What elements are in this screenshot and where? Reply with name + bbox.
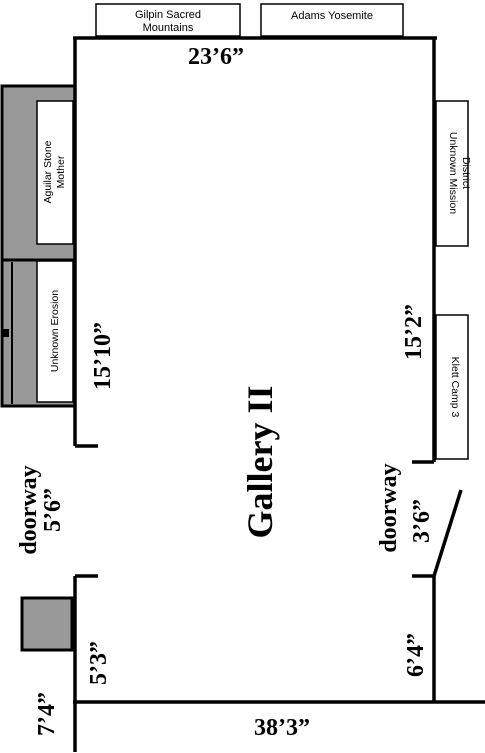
gilpin-label-line1: Gilpin Sacred bbox=[135, 9, 201, 21]
right-upper-wall-dimension: 15’2” bbox=[401, 304, 427, 360]
right-lower-wall-dimension: 6’4” bbox=[403, 633, 429, 677]
left-lower-wall-dimension: 5’3” bbox=[86, 641, 112, 685]
erosion-label: Unknown Erosion bbox=[49, 290, 61, 372]
aguilar-label-line2: Mother bbox=[55, 155, 67, 188]
klett-label: Klett Camp 3 bbox=[449, 357, 461, 418]
right-doorway-dimension: 3’6” bbox=[409, 499, 435, 543]
left-doorway-dimension: 5’6” bbox=[40, 488, 66, 532]
left-upper-wall-dimension: 15’10” bbox=[90, 322, 116, 390]
panel-marker bbox=[2, 329, 9, 337]
left-doorway-label: doorway bbox=[16, 465, 42, 554]
right-door-swing bbox=[432, 489, 463, 577]
artwork-klett-camp-3 bbox=[435, 314, 469, 460]
artwork-aguilar-stone-mother bbox=[36, 100, 74, 245]
left-pillar bbox=[20, 596, 74, 652]
gilpin-label-line2: Mountains bbox=[143, 22, 194, 34]
room-walls bbox=[73, 36, 485, 752]
right-doorway-label: doorway bbox=[376, 463, 402, 552]
top-width-dimension: 23’6” bbox=[188, 44, 244, 70]
bottom-width-dimension: 38’3” bbox=[254, 715, 310, 741]
mission-label-line2: District bbox=[460, 157, 472, 189]
aguilar-label-line1: Aguilar Stone bbox=[42, 140, 54, 203]
bottom-left-corner-dimension: 7’4” bbox=[34, 692, 60, 736]
artwork-gilpin-sacred-mountains bbox=[95, 3, 241, 37]
artwork-adams-yosemite bbox=[260, 3, 404, 37]
adams-label: Adams Yosemite bbox=[291, 10, 373, 22]
mission-label-line1: Unknown Mission bbox=[447, 132, 459, 214]
room-name: Gallery II bbox=[240, 386, 280, 539]
artwork-unknown-mission-district bbox=[435, 100, 469, 247]
artwork-unknown-erosion bbox=[36, 260, 74, 403]
